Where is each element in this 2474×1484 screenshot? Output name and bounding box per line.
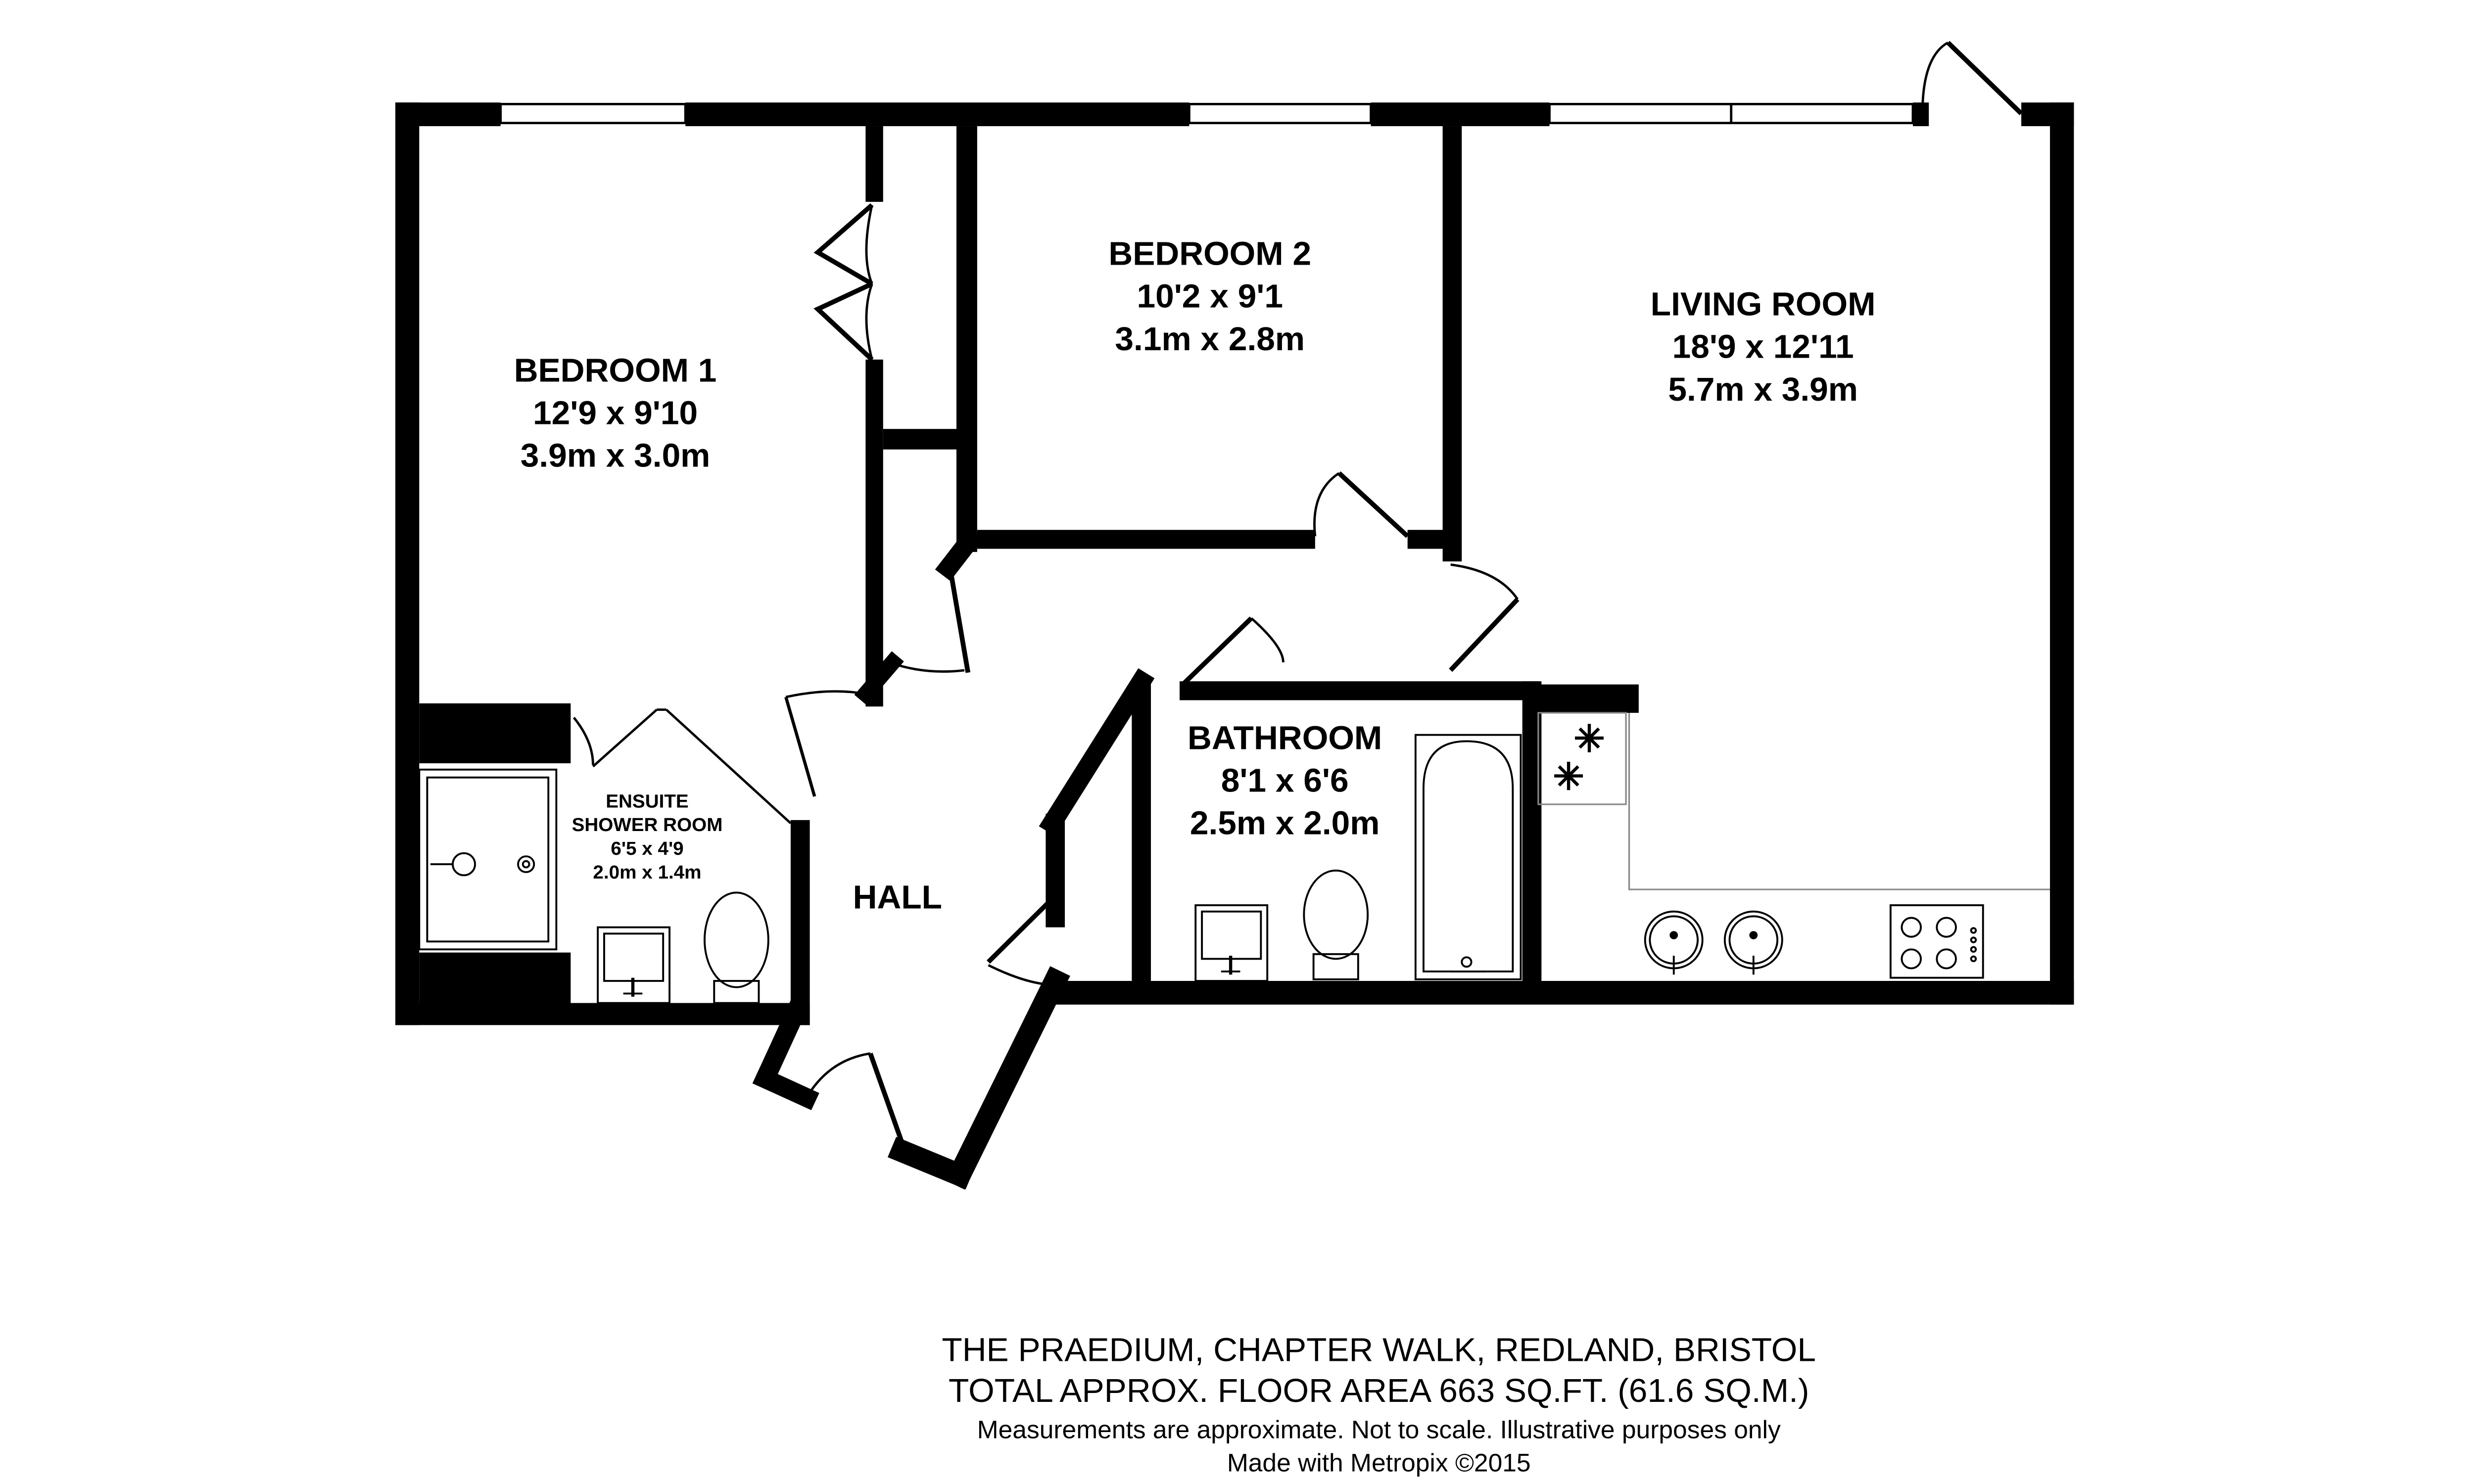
ensuite-name: ENSUITE bbox=[606, 790, 688, 812]
footer-address: THE PRAEDIUM, CHAPTER WALK, REDLAND, BRI… bbox=[942, 1332, 1816, 1369]
footer: THE PRAEDIUM, CHAPTER WALK, REDLAND, BRI… bbox=[942, 1332, 1816, 1477]
angled-walls bbox=[752, 527, 1155, 1190]
freezer-snowflake-icon bbox=[1554, 761, 1583, 790]
bathroom-metric: 2.5m x 2.0m bbox=[1190, 805, 1380, 842]
wardrobe-door bbox=[813, 281, 874, 362]
bedroom2-metric: 3.1m x 2.8m bbox=[1115, 321, 1305, 358]
door-swing bbox=[1921, 41, 1949, 114]
walls bbox=[395, 102, 2074, 1025]
bedroom1-name: BEDROOM 1 bbox=[514, 352, 717, 389]
living-name: LIVING ROOM bbox=[1651, 286, 1876, 323]
basin-icon bbox=[597, 904, 1269, 1004]
toilet-icon bbox=[704, 869, 1369, 1004]
doors bbox=[572, 41, 2023, 1144]
bedroom1-metric: 3.9m x 3.0m bbox=[521, 437, 711, 474]
kitchen-counter bbox=[1537, 712, 2050, 890]
footer-area: TOTAL APPROX. FLOOR AREA 663 SQ.FT. (61.… bbox=[949, 1373, 1809, 1410]
bedroom2-name: BEDROOM 2 bbox=[1108, 235, 1311, 273]
hob-icon bbox=[1889, 904, 1984, 979]
shower-icon bbox=[418, 768, 558, 951]
ensuite-metric: 2.0m x 1.4m bbox=[593, 862, 701, 883]
footer-credit: Made with Metropix ©2015 bbox=[1227, 1449, 1531, 1477]
wardrobe-door bbox=[813, 203, 874, 286]
living-metric: 5.7m x 3.9m bbox=[1668, 371, 1858, 408]
footer-disclaimer: Measurements are approximate. Not to sca… bbox=[977, 1416, 1781, 1444]
door-leaf bbox=[1946, 41, 2023, 115]
bedroom1-imperial: 12'9 x 9'10 bbox=[533, 395, 698, 432]
bedroom2-imperial: 10'2 x 9'1 bbox=[1137, 278, 1283, 315]
hall-name: HALL bbox=[853, 879, 942, 916]
sink-icon bbox=[1644, 910, 1783, 975]
ensuite-imperial: 6'5 x 4'9 bbox=[611, 838, 683, 859]
bath-icon bbox=[1414, 734, 1522, 980]
living-imperial: 18'9 x 12'11 bbox=[1672, 328, 1854, 366]
bathroom-name: BATHROOM bbox=[1188, 720, 1382, 757]
bathroom-imperial: 8'1 x 6'6 bbox=[1221, 762, 1349, 799]
ensuite-name2: SHOWER ROOM bbox=[572, 814, 723, 835]
room-labels: BEDROOM 1 12'9 x 9'10 3.9m x 3.0m BEDROO… bbox=[514, 235, 1876, 916]
fridge-snowflake-icon bbox=[1574, 724, 1604, 752]
windows bbox=[499, 103, 1914, 125]
